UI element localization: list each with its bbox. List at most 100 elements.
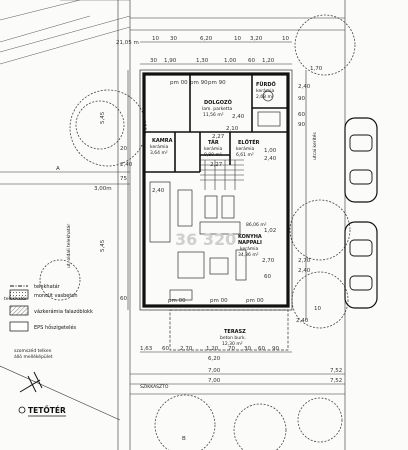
dim-bottom-6: 30 bbox=[244, 346, 251, 352]
room-furdo-name: FÜRDŐ bbox=[256, 81, 276, 88]
dim-right-5: 90 bbox=[298, 122, 305, 128]
pm-label-1: pm 00 bbox=[170, 80, 188, 86]
dim-bottom-right-1: 7,52 bbox=[330, 368, 342, 374]
pm-label-2: pm 90 bbox=[190, 80, 208, 86]
stairs bbox=[200, 159, 244, 190]
room-dolgozo-area: 11,56 m² bbox=[203, 112, 224, 118]
top-dimensions: 21,05 m 10 30 6,20 10 3,20 10 30 1,90 1,… bbox=[116, 36, 292, 65]
legend-label-concrete: monolit vasbeton bbox=[34, 293, 78, 299]
dim-inner-4: 2,40 bbox=[264, 156, 277, 162]
section-arrow-icon bbox=[19, 371, 43, 393]
trees bbox=[39, 14, 356, 450]
dim-inner-6: 2,70 bbox=[262, 258, 275, 264]
dim-inner-2: 2,27 bbox=[212, 134, 225, 140]
dim-bottom-5: 70 bbox=[228, 346, 235, 352]
dim-right-1: 1,70 bbox=[310, 66, 323, 72]
dim-inner-1: 2,10 bbox=[226, 126, 239, 132]
dim-top-4: 6,20 bbox=[200, 36, 213, 42]
legend-item-eps: EPS hőszigetelés bbox=[9, 321, 77, 332]
dim-bottom-4: 1,20 bbox=[206, 346, 219, 352]
room-terasz-name: TERASZ bbox=[224, 329, 246, 335]
dim-top-1: 21,05 m bbox=[116, 40, 139, 46]
dim-right-2: 2,40 bbox=[298, 84, 311, 90]
room-kamra-name: KAMRA bbox=[152, 138, 173, 144]
room-furdo-floor: kerámia bbox=[256, 87, 274, 94]
dim-left-7: 60 bbox=[120, 296, 127, 302]
dim-top2-1: 30 bbox=[150, 58, 157, 64]
site-boundary bbox=[0, 0, 346, 450]
dim-right-3: 90 bbox=[298, 96, 305, 102]
parked-cars bbox=[344, 117, 378, 309]
dim-bottom-row-2: 7,00 bbox=[208, 368, 221, 374]
room-dolgozo-name: DOLGOZÓ bbox=[204, 99, 232, 106]
dim-inner-3: 1,00 bbox=[264, 148, 277, 154]
dim-top-7: 10 bbox=[282, 36, 289, 42]
dim-right-9: 10 bbox=[314, 306, 321, 312]
dim-inner-10: 2,40 bbox=[232, 114, 245, 120]
room-furdo-area: 2,68 m² bbox=[256, 94, 274, 100]
room-kamra-area: 3,64 m² bbox=[150, 150, 168, 156]
dim-inner-8: 60 bbox=[264, 274, 271, 280]
floor-level-labels: pm 00 pm 90 pm 90 pm 00 pm 00 pm 00 bbox=[168, 80, 264, 304]
dim-right-6: 2,70 bbox=[298, 258, 311, 264]
dim-top-5: 10 bbox=[234, 36, 241, 42]
room-konyha-name: KONYHA bbox=[238, 234, 262, 240]
dim-top2-6: 1,20 bbox=[262, 58, 275, 64]
room-tar-area: 0,80 m² bbox=[204, 152, 222, 158]
room-eloter-area: 6,61 m² bbox=[236, 152, 254, 158]
dim-inner-9: 2,40 bbox=[152, 188, 165, 194]
dim-top-2: 10 bbox=[152, 36, 159, 42]
dim-left-1: 5,45 bbox=[100, 111, 106, 124]
room-konyha-extra: kerámia bbox=[240, 245, 258, 252]
dim-bottom-2: 60 bbox=[162, 346, 169, 352]
legend-item-concrete: monolit vasbeton bbox=[9, 289, 78, 300]
dim-top2-3: 1,30 bbox=[196, 58, 209, 64]
dim-top2-5: 60 bbox=[248, 58, 255, 64]
dim-bottom-3: 2,70 bbox=[180, 346, 193, 352]
legend-item-boundary: telekhatár bbox=[10, 283, 61, 290]
room-dolgozo-floor: lam. parketta bbox=[202, 106, 232, 112]
bottom-dimensions: 1,63 60 2,70 1,20 70 30 60 90 6,20 7,00 … bbox=[140, 346, 342, 384]
dim-top2-4: 1,00 bbox=[224, 58, 237, 64]
left-dimensions: 5,45 20 2,40 75 3,00m 5,45 60 bbox=[94, 70, 133, 310]
room-tar-name: TÁR bbox=[208, 139, 219, 146]
pm-label-5: pm 00 bbox=[210, 298, 228, 304]
axis-b-label: B bbox=[182, 436, 186, 442]
soakaway-label: SZIKKASZTÓ bbox=[140, 383, 169, 390]
dim-inner-5: 2,27 bbox=[210, 162, 223, 168]
dim-bottom-row-3: 7,00 bbox=[208, 378, 221, 384]
dim-right-7: 2,40 bbox=[298, 268, 311, 274]
legend-item-ceramic: vázkerámia falazóblokk bbox=[9, 305, 93, 316]
pm-label-4: pm 00 bbox=[168, 298, 186, 304]
room-terasz-floor: beton burk. bbox=[220, 335, 246, 341]
car-top bbox=[344, 117, 378, 203]
right-dimensions: 1,70 2,40 90 60 90 2,70 2,40 2,40 10 bbox=[296, 66, 323, 324]
dim-bottom-7: 60 bbox=[258, 346, 265, 352]
dim-bottom-row-1: 6,20 bbox=[208, 356, 221, 362]
dim-left-2: 20 bbox=[120, 146, 127, 152]
neighbour-note-1: szomszéd telken bbox=[14, 347, 52, 354]
legend-label-ceramic: vázkerámia falazóblokk bbox=[34, 308, 93, 315]
car-bottom bbox=[344, 221, 378, 309]
dim-left-6: 5,45 bbox=[100, 239, 106, 252]
axis-a-label: A bbox=[56, 166, 60, 172]
room-konyha-floor: NAPPALI bbox=[238, 240, 262, 246]
dim-left-5: 3,00m bbox=[94, 186, 112, 192]
legend: telekhatár monolit vasbeton vázkerámia f… bbox=[9, 283, 93, 332]
room-konyha-area: 34,36 m² bbox=[238, 252, 259, 258]
dim-bottom-8: 90 bbox=[272, 346, 279, 352]
legend-label-boundary: telekhatár bbox=[34, 283, 61, 290]
building bbox=[139, 69, 293, 311]
dim-top-6: 3,20 bbox=[250, 36, 263, 42]
dim-bottom-right-2: 7,52 bbox=[330, 378, 342, 384]
room-kamra-floor: kerámia bbox=[150, 143, 168, 150]
dim-top2-2: 1,90 bbox=[164, 58, 177, 64]
room-labels: DOLGOZÓ lam. parketta 11,56 m² FÜRDŐ ker… bbox=[150, 81, 276, 347]
neighbour-note-2: álló melléképület bbox=[14, 353, 53, 360]
floor-total-area: 86,06 m² bbox=[246, 222, 267, 228]
floor-title-text: TETŐTÉR bbox=[28, 406, 66, 415]
room-tar-floor: kerámia bbox=[204, 145, 222, 152]
room-eloter-floor: kerámia bbox=[236, 145, 254, 152]
